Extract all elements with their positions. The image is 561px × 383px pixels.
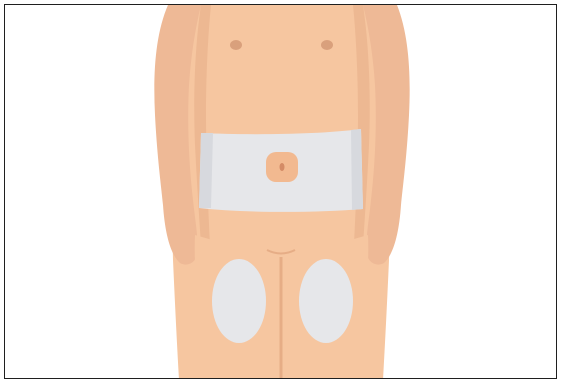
left-nipple bbox=[230, 40, 242, 50]
abdomen-zone-shade-right bbox=[351, 129, 363, 210]
body-illustration bbox=[5, 5, 557, 379]
navel-icon bbox=[280, 163, 285, 171]
abdomen-zone-shade-left bbox=[199, 133, 213, 208]
right-thigh-zone bbox=[299, 259, 353, 343]
right-nipple bbox=[321, 40, 333, 50]
image-frame bbox=[4, 4, 557, 379]
left-thigh-zone bbox=[212, 259, 266, 343]
